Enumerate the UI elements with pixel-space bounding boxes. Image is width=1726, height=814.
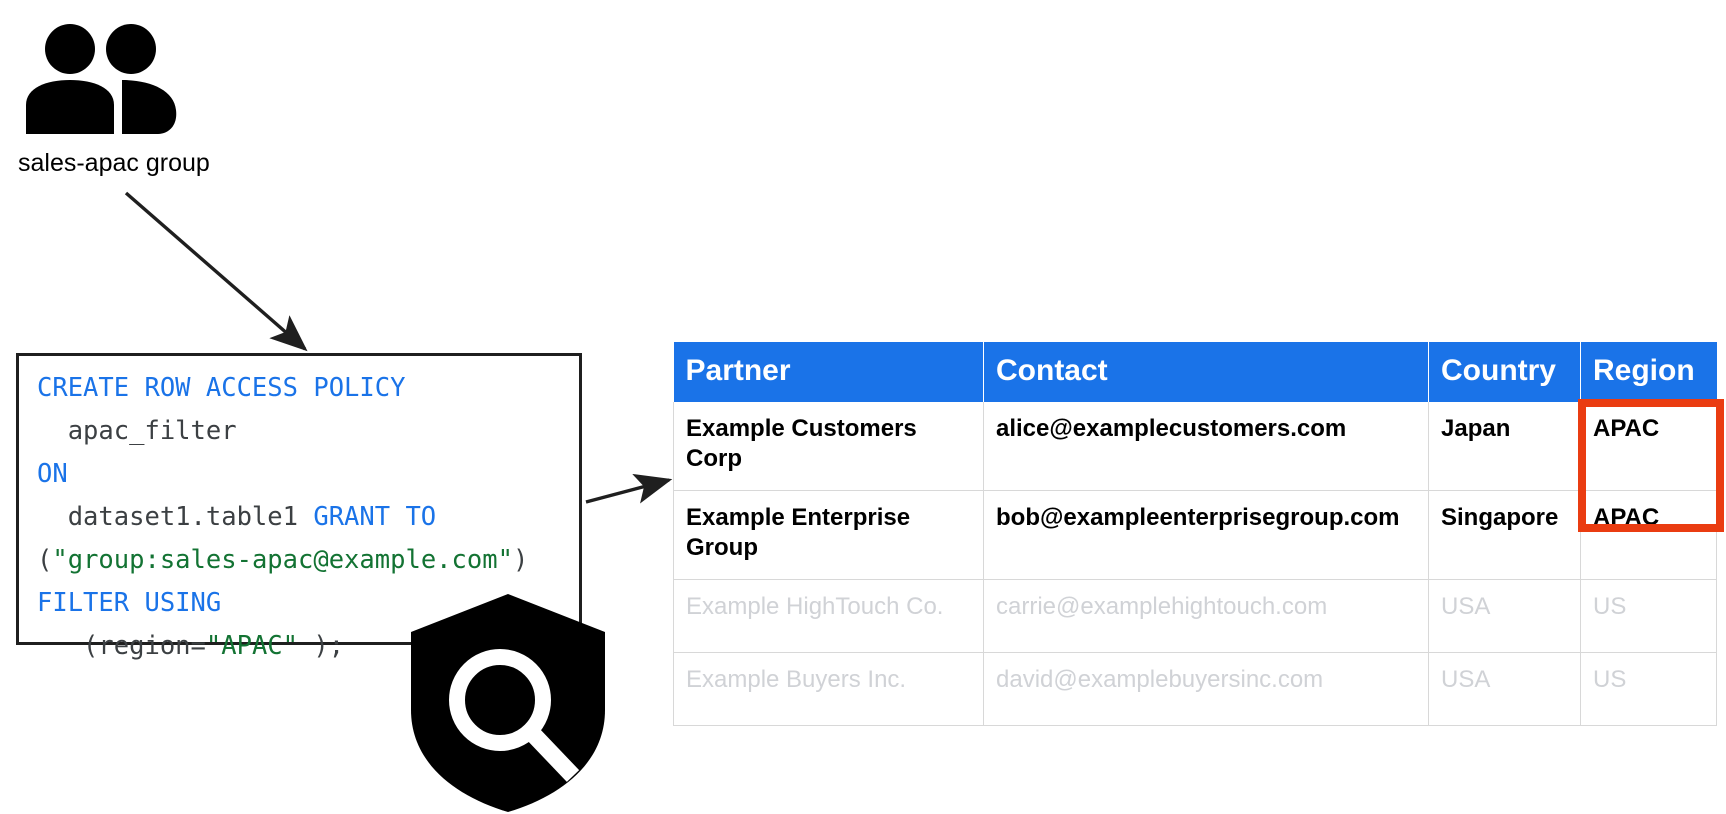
table-row[interactable]: Example Enterprise Group bob@exampleente…	[673, 490, 1717, 580]
cell-partner: Example Buyers Inc.	[673, 652, 984, 726]
row-access-policy-box: CREATE ROW ACCESS POLICY apac_filter ON …	[16, 353, 582, 661]
cell-contact: alice@examplecustomers.com	[983, 402, 1429, 491]
cell-partner: Example HighTouch Co.	[673, 579, 984, 653]
cell-region: US	[1580, 579, 1717, 653]
table-header-row: Partner Contact Country Region	[673, 342, 1717, 402]
column-header-partner[interactable]: Partner	[673, 342, 984, 402]
group-block: sales-apac group	[18, 22, 248, 178]
cell-contact: carrie@examplehightouch.com	[983, 579, 1429, 653]
cell-contact: david@examplebuyersinc.com	[983, 652, 1429, 726]
cell-region: US	[1580, 652, 1717, 726]
column-header-region[interactable]: Region	[1580, 342, 1717, 402]
cell-country: Japan	[1428, 402, 1581, 491]
group-label: sales-apac group	[18, 149, 210, 177]
sql-code: CREATE ROW ACCESS POLICY apac_filter ON …	[37, 373, 529, 661]
cell-country: USA	[1428, 579, 1581, 653]
table-row[interactable]: Example Customers Corp alice@examplecust…	[673, 402, 1717, 491]
policy-to-table-arrow	[585, 473, 673, 504]
group-to-policy-arrow	[124, 191, 308, 352]
cell-country: Singapore	[1428, 490, 1581, 580]
partner-table: Partner Contact Country Region Example C…	[673, 342, 1717, 726]
partner-table-wrap: Partner Contact Country Region Example C…	[673, 342, 1717, 726]
cell-region: APAC	[1580, 402, 1717, 491]
table-row[interactable]: Example Buyers Inc. david@examplebuyersi…	[673, 652, 1717, 726]
shield-search-icon	[411, 594, 605, 812]
table-row[interactable]: Example HighTouch Co. carrie@examplehigh…	[673, 579, 1717, 653]
cell-country: USA	[1428, 652, 1581, 726]
cell-region: APAC	[1580, 490, 1717, 580]
people-group-icon	[26, 24, 177, 134]
cell-partner: Example Enterprise Group	[673, 490, 984, 580]
column-header-country[interactable]: Country	[1428, 342, 1581, 402]
cell-partner: Example Customers Corp	[673, 402, 984, 491]
cell-contact: bob@exampleenterprisegroup.com	[983, 490, 1429, 580]
column-header-contact[interactable]: Contact	[983, 342, 1429, 402]
